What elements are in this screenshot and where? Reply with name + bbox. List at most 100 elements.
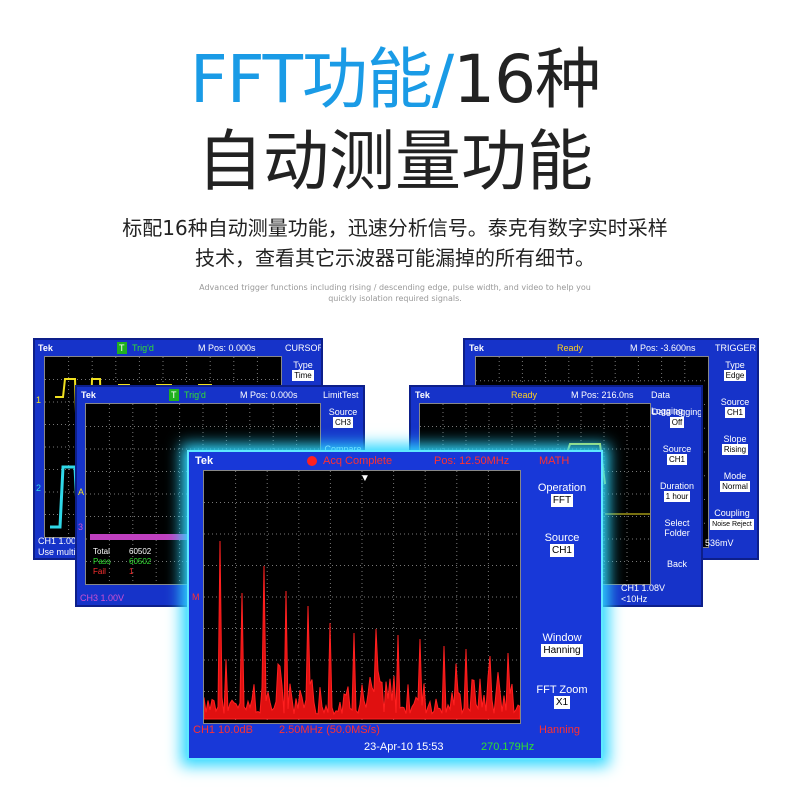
fft-bottom-rate: 2.50MHz (50.0MS/s) <box>279 724 380 736</box>
fft-source-menu[interactable]: Source CH1 <box>522 532 601 557</box>
cursor-trig-icon: T <box>117 342 127 354</box>
fft-date: 23-Apr-10 15:53 <box>364 741 444 753</box>
trigger-coupling-menu[interactable]: Coupling Noise Reject <box>705 508 757 530</box>
limit-total-value: 60502 <box>129 547 152 556</box>
limit-pass: Pass 60502 <box>93 557 151 566</box>
limit-status: Trig'd <box>184 390 206 400</box>
datalog-brand: Tek <box>415 390 430 400</box>
fft-screen-frame: Tek Acq Complete Pos: 12.50MHz MATH ▼ M … <box>187 450 603 760</box>
fft-operation-menu[interactable]: Operation FFT <box>522 482 601 507</box>
trigger-menu-title: TRIGGER <box>715 343 757 353</box>
datalog-pos: M Pos: 216.0ns <box>571 390 634 400</box>
fft-operation-label: Operation <box>537 482 587 494</box>
cursor-brand: Tek <box>38 343 53 353</box>
trigger-source-value: CH1 <box>724 407 745 418</box>
datalog-logging-menu[interactable]: Data logging Off <box>650 407 701 428</box>
trigger-source-menu[interactable]: Source CH1 <box>712 397 757 418</box>
limit-menu-title: LimitTest <box>323 390 359 400</box>
datalog-bottom-freq: <10Hz <box>621 594 648 604</box>
limit-total: Total 60502 <box>93 547 151 556</box>
limit-total-label: Total <box>93 547 110 556</box>
fft-window-menu[interactable]: Window Hanning <box>522 632 601 657</box>
limit-fail-value: 1 <box>129 567 134 576</box>
cursor-topbar: Tek T Trig'd M Pos: 0.000s CURSOR <box>35 340 321 356</box>
fft-zoom-value: X1 <box>553 696 571 709</box>
datalog-select-folder-button[interactable]: Select Folder <box>664 518 690 538</box>
fft-source-value: CH1 <box>549 544 574 557</box>
trigger-type-value: Edge <box>723 370 747 381</box>
limit-pos: M Pos: 0.000s <box>240 390 298 400</box>
trigger-slope-menu[interactable]: Slope Rising <box>712 434 757 455</box>
trigger-type-menu[interactable]: Type Edge <box>712 360 757 381</box>
datalog-duration-label: Duration <box>659 481 695 491</box>
fft-bottom-window: Hanning <box>539 724 580 736</box>
limit-brand: Tek <box>81 390 96 400</box>
fft-topbar: Tek Acq Complete Pos: 12.50MHz MATH <box>189 452 601 470</box>
limit-fail-label: Fail <box>93 567 106 576</box>
fft-source-label: Source <box>544 532 580 544</box>
fft-bottom-ch: CH1 10.0dB <box>193 724 253 736</box>
datalog-menu-title: Data Logging <box>651 390 684 416</box>
cursor-type-label: Type <box>293 360 313 370</box>
fft-brand: Tek <box>195 455 214 467</box>
limit-pass-label: Pass <box>93 557 111 566</box>
fft-window-label: Window <box>542 632 582 644</box>
english-caption: Advanced trigger functions including ris… <box>160 282 630 304</box>
trigger-pos: M Pos: -3.600ns <box>630 343 696 353</box>
datalog-status: Ready <box>511 390 538 400</box>
limit-topbar: Tek T Trig'd M Pos: 0.000s LimitTest <box>77 387 363 403</box>
english-line-2: quickly isolation required signals. <box>328 294 462 303</box>
title-16: 16种 <box>453 41 601 118</box>
trigger-source-label: Source <box>720 397 750 407</box>
fft-window-value: Hanning <box>541 644 583 657</box>
trigger-topbar: Tek Ready M Pos: -3.600ns TRIGGER <box>465 340 757 356</box>
english-line-1: Advanced trigger functions including ris… <box>199 283 591 292</box>
datalog-duration-value: 1 hour <box>663 491 691 502</box>
datalog-source-label: Source <box>662 444 692 454</box>
trigger-slope-label: Slope <box>723 434 747 444</box>
datalog-bottom-ch: CH1 1.08V <box>621 583 666 593</box>
datalog-back-button[interactable]: Back <box>666 559 687 569</box>
title-fft: FFT功能 <box>189 41 433 118</box>
trigger-type-label: Type <box>725 360 745 370</box>
datalog-logging-value: Off <box>669 417 685 428</box>
fft-acq-dot-icon <box>307 456 317 466</box>
fft-menu-title: MATH <box>539 455 570 467</box>
limit-source-value: CH3 <box>332 417 353 428</box>
cursor-ch1-marker: 1 <box>36 395 42 405</box>
datalog-source-menu[interactable]: Source CH1 <box>650 444 701 465</box>
cursor-pos: M Pos: 0.000s <box>198 343 256 353</box>
cursor-bottom-ch: CH1 1.00V <box>38 536 83 546</box>
cursor-ch2-marker: 2 <box>36 483 42 493</box>
trigger-mode-menu[interactable]: Mode Normal <box>712 471 757 492</box>
trigger-status: Ready <box>557 343 584 353</box>
cursor-status: Trig'd <box>132 343 154 353</box>
fft-zoom-label: FFT Zoom <box>536 684 588 696</box>
trigger-coupling-value: Noise Reject <box>710 519 754 530</box>
cursor-bottom-hint: Use multip <box>38 547 81 557</box>
fft-zoom-menu[interactable]: FFT Zoom X1 <box>522 684 601 709</box>
cursor-menu-title: CURSOR <box>285 343 323 353</box>
datalog-source-value: CH1 <box>666 454 687 465</box>
limit-source-label: Source <box>328 407 358 417</box>
trigger-coupling-label: Coupling <box>714 508 750 518</box>
scope-fft-screen: Tek Acq Complete Pos: 12.50MHz MATH ▼ M … <box>187 450 603 760</box>
datalog-duration-menu[interactable]: Duration 1 hour <box>650 481 701 502</box>
fft-spectrum: ▼ <box>204 471 520 723</box>
description-line-2: 技术，查看其它示波器可能漏掉的所有细节。 <box>195 246 595 270</box>
datalog-topbar: Tek Ready M Pos: 216.0ns Data Logging <box>411 387 701 416</box>
fft-freq: 270.179Hz <box>481 741 535 753</box>
limit-source-menu[interactable]: Source CH3 <box>322 407 363 428</box>
limit-fail: Fail 1 <box>93 567 133 576</box>
trigger-mode-value: Normal <box>720 481 750 492</box>
title-slash: / <box>431 41 454 118</box>
limit-pass-value: 60502 <box>129 557 152 566</box>
title-line-1: FFT功能/16种 <box>0 40 790 120</box>
trigger-bottom-level: 536mV <box>705 538 734 548</box>
limit-a-marker: A <box>78 487 85 497</box>
trigger-mode-label: Mode <box>723 471 747 481</box>
cursor-type-menu[interactable]: Type Time <box>285 360 321 381</box>
fft-operation-value: FFT <box>550 494 574 507</box>
fft-m-marker: M <box>192 592 200 602</box>
cursor-type-value: Time <box>292 370 314 381</box>
